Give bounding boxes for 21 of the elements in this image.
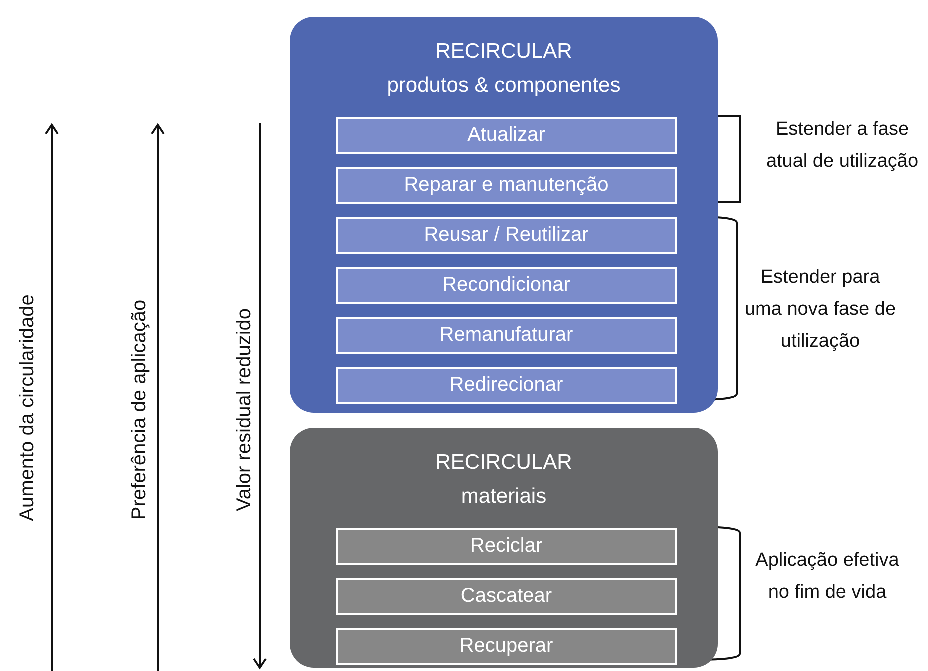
- strategy-box: Reciclar: [336, 528, 677, 565]
- group-panel: [290, 17, 718, 413]
- strategy-box: Redirecionar: [336, 367, 677, 404]
- strategy-box: Reusar / Reutilizar: [336, 217, 677, 254]
- panel-title: RECIRCULAR: [434, 450, 574, 476]
- panel-title: materiais: [460, 484, 548, 510]
- axis-label: Valor residual reduzido: [234, 308, 256, 512]
- axis-label: Preferência de aplicação: [128, 300, 152, 520]
- panel-title: produtos & componentes: [386, 73, 622, 99]
- group-panel: [290, 428, 718, 668]
- strategy-box: Remanufaturar: [336, 317, 677, 354]
- strategy-box: Reparar e manutenção: [336, 167, 677, 204]
- panel-title: RECIRCULAR: [434, 39, 574, 65]
- bracket-label: Estender a fase atual de utilização: [765, 118, 920, 174]
- strategy-box: Recuperar: [336, 628, 677, 665]
- strategy-box: Cascatear: [336, 578, 677, 615]
- bracket-label: Aplicação efetiva no fim de vida: [755, 549, 900, 605]
- strategy-box: Recondicionar: [336, 267, 677, 304]
- strategy-box: Atualizar: [336, 117, 677, 154]
- axis-label: Aumento da circularidade: [16, 294, 40, 522]
- bracket-label: Estender para uma nova fase de utilização: [744, 266, 898, 354]
